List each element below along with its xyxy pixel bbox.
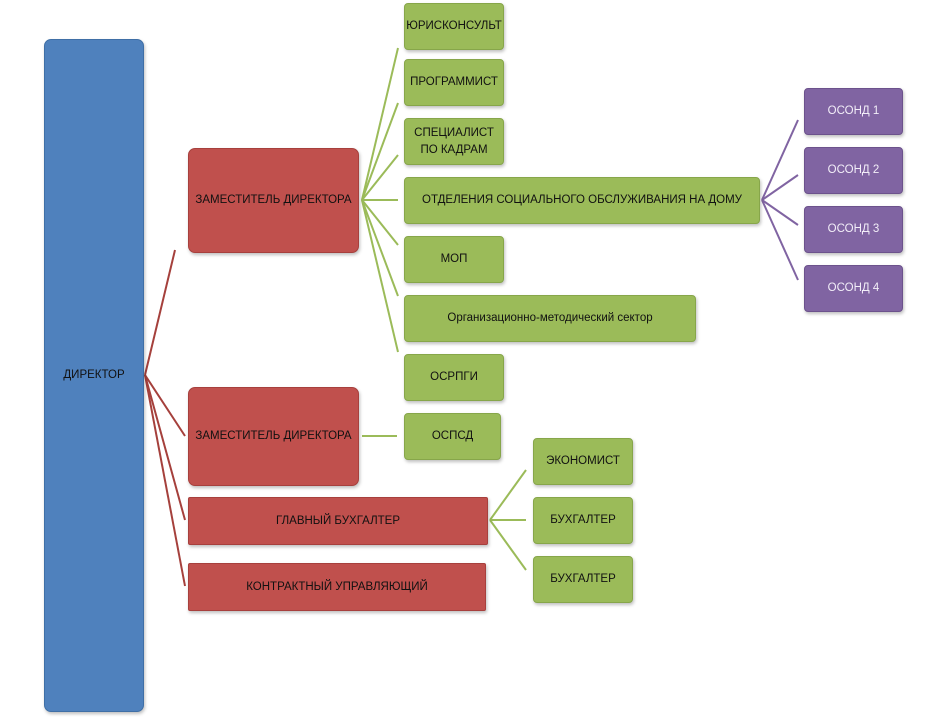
unit-label: ПРОГРАММИСТ <box>410 76 498 89</box>
unit-label: БУХГАЛТЕР <box>550 514 616 527</box>
branch-box-osond-3: ОСОНД 3 <box>804 206 903 253</box>
unit-box-programmer: ПРОГРАММИСТ <box>404 59 504 106</box>
unit-label: Организационно-методический сектор <box>447 312 653 325</box>
connector-deputy-1-unit <box>361 199 399 297</box>
connector-director-deputy-1 <box>144 249 176 376</box>
unit-label: ОТДЕЛЕНИЯ СОЦИАЛЬНОГО ОБСЛУЖИВАНИЯ НА ДО… <box>422 194 742 207</box>
unit-box-methodology-sector: Организационно-методический сектор <box>404 295 696 342</box>
unit-box-mop: МОП <box>404 236 504 283</box>
unit-label: БУХГАЛТЕР <box>550 573 616 586</box>
connector-deputy-1-unit <box>361 199 399 246</box>
branch-box-osond-1: ОСОНД 1 <box>804 88 903 135</box>
unit-box-accountant-1: БУХГАЛТЕР <box>533 497 633 544</box>
branch-label: ОСОНД 1 <box>827 105 880 118</box>
connector-deputy-1-unit <box>361 154 399 201</box>
connector-director-contract-manager <box>144 374 186 587</box>
deputy-director-box-2: ЗАМЕСТИТЕЛЬ ДИРЕКТОРА <box>188 387 359 486</box>
unit-label: МОП <box>440 253 468 266</box>
unit-label: ОСПСД <box>431 430 474 443</box>
chief-accountant-label: ГЛАВНЫЙ БУХГАЛТЕР <box>276 514 400 527</box>
branch-box-osond-4: ОСОНД 4 <box>804 265 903 312</box>
contract-manager-label: КОНТРАКТНЫЙ УПРАВЛЯЮЩИЙ <box>246 580 428 593</box>
connector-chief-accountant-unit <box>489 519 527 571</box>
unit-box-home-social-service-departments: ОТДЕЛЕНИЯ СОЦИАЛЬНОГО ОБСЛУЖИВАНИЯ НА ДО… <box>404 177 760 224</box>
branch-label: ОСОНД 4 <box>827 282 880 295</box>
unit-box-hr-specialist: СПЕЦИАЛИСТ ПО КАДРАМ <box>404 118 504 165</box>
deputy-director-label: ЗАМЕСТИТЕЛЬ ДИРЕКТОРА <box>195 430 352 443</box>
connector-deputy-1-unit <box>361 47 399 201</box>
branch-label: ОСОНД 3 <box>827 223 880 236</box>
branch-label: ОСОНД 2 <box>827 164 880 177</box>
connector-deputy-1-unit <box>361 102 399 201</box>
connector-deputy-1-unit <box>361 199 399 353</box>
director-box: ДИРЕКТОР <box>44 39 144 712</box>
unit-box-ospsd: ОСПСД <box>404 413 501 460</box>
connector-director-deputy-2 <box>144 374 186 437</box>
chief-accountant-box: ГЛАВНЫЙ БУХГАЛТЕР <box>188 497 488 545</box>
deputy-director-label: ЗАМЕСТИТЕЛЬ ДИРЕКТОРА <box>195 194 352 207</box>
unit-box-osrpgi: ОСРПГИ <box>404 354 504 401</box>
branch-connectors <box>761 119 799 281</box>
branch-box-osond-2: ОСОНД 2 <box>804 147 903 194</box>
connector-department-branch <box>761 174 799 201</box>
connector-chief-accountant-unit <box>489 469 527 521</box>
unit-box-legal-adviser: ЮРИСКОНСУЛЬТ <box>404 3 504 50</box>
unit-box-economist: ЭКОНОМИСТ <box>533 438 633 485</box>
connector-department-branch <box>761 199 799 226</box>
unit-label: ЭКОНОМИСТ <box>546 455 620 468</box>
contract-manager-box: КОНТРАКТНЫЙ УПРАВЛЯЮЩИЙ <box>188 563 486 611</box>
connector-department-branch <box>761 119 799 201</box>
connector-director-chief-accountant <box>144 374 186 521</box>
deputy-director-box-1: ЗАМЕСТИТЕЛЬ ДИРЕКТОРА <box>188 148 359 253</box>
unit-label: ОСРПГИ <box>430 371 478 384</box>
director-connectors <box>144 249 186 587</box>
unit-box-accountant-2: БУХГАЛТЕР <box>533 556 633 603</box>
unit-label: ЮРИСКОНСУЛЬТ <box>406 20 502 33</box>
unit-label: СПЕЦИАЛИСТ ПО КАДРАМ <box>414 126 494 156</box>
chief-accountant-connectors <box>489 469 527 571</box>
connector-department-branch <box>761 199 799 281</box>
director-label: ДИРЕКТОР <box>63 369 125 382</box>
deputy-1-connectors <box>361 47 399 353</box>
